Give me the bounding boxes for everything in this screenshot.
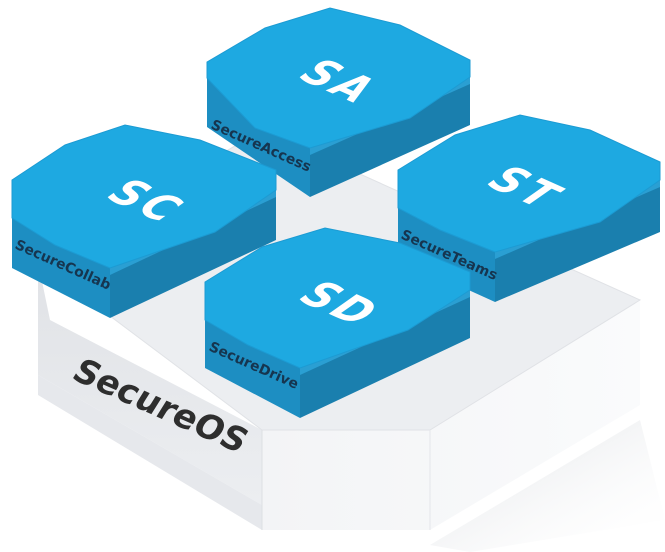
block-top-face: [204, 227, 471, 369]
module-block-secureaccess[interactable]: SA SecureAccess: [206, 7, 471, 197]
base-right-face: [262, 300, 640, 530]
block-top-face: [11, 124, 277, 269]
ground-shadow: [430, 420, 665, 552]
block-side-face: [207, 78, 310, 197]
module-block-securecollab[interactable]: SC SecureCollab: [11, 124, 277, 318]
module-block-securedrive[interactable]: SD SecureDrive: [204, 227, 471, 418]
block-side-face: [110, 190, 276, 318]
block-side-face: [495, 180, 660, 302]
block-side-face: [310, 77, 470, 197]
block-side-face: [205, 320, 300, 418]
module-block-secureteams[interactable]: ST SecureTeams: [397, 114, 661, 302]
block-side-face: [300, 290, 470, 418]
block-side-face: [398, 208, 495, 302]
base-left-face: [38, 262, 262, 505]
block-top-face: [397, 114, 661, 253]
block-side-face: [12, 218, 110, 318]
block-top-face: [206, 7, 471, 149]
